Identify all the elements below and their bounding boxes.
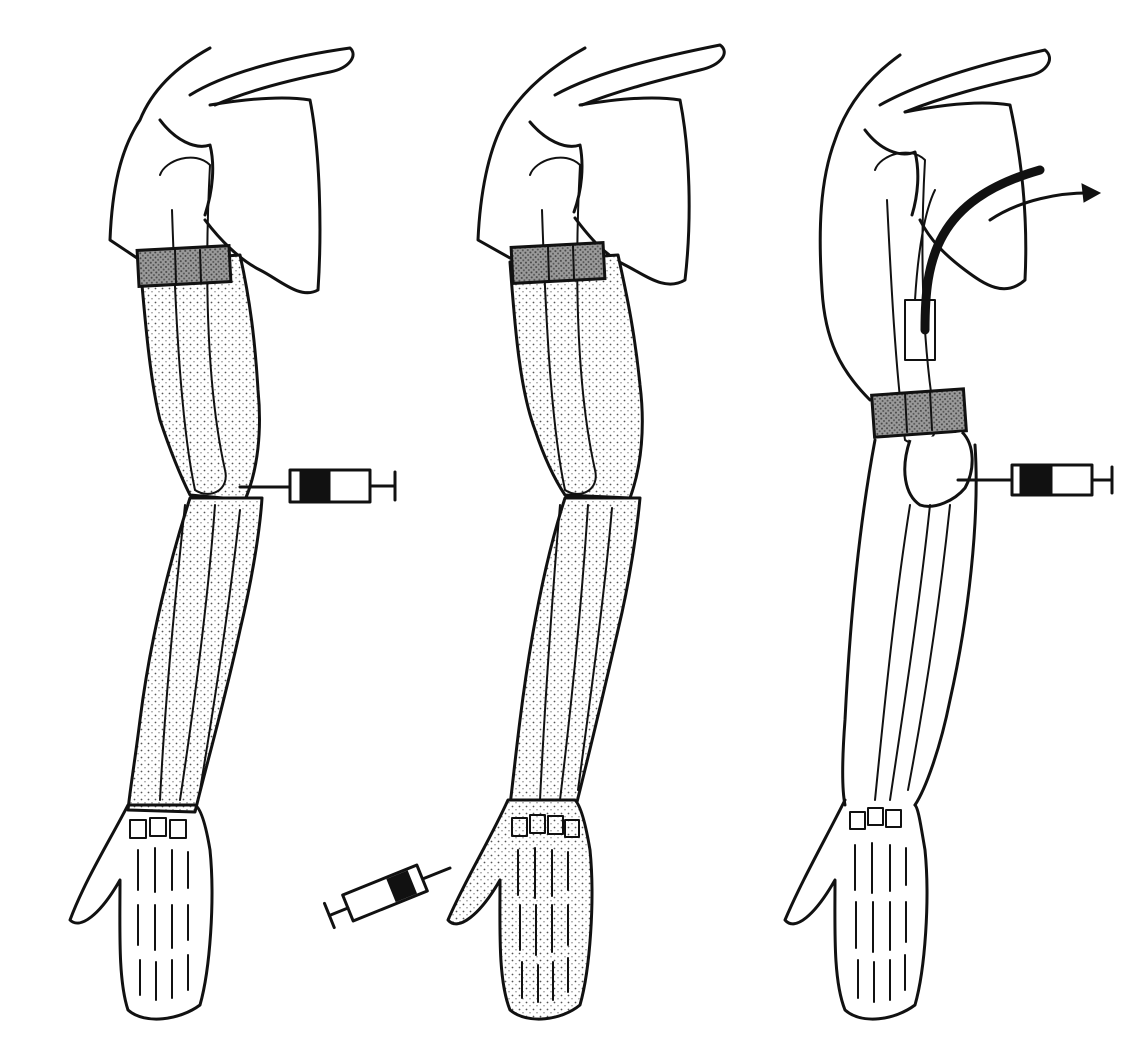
flow-arrow-icon [990, 184, 1100, 220]
syringe-icon [324, 865, 450, 928]
syringe-icon [958, 465, 1112, 495]
tourniquet-band [872, 389, 967, 437]
drainage-cannula [905, 170, 1040, 360]
tourniquet-band [137, 246, 231, 287]
tourniquet-band [511, 243, 605, 284]
panel-1 [70, 48, 395, 1019]
panel-2 [324, 45, 724, 1019]
panel-3 [785, 50, 1112, 1019]
